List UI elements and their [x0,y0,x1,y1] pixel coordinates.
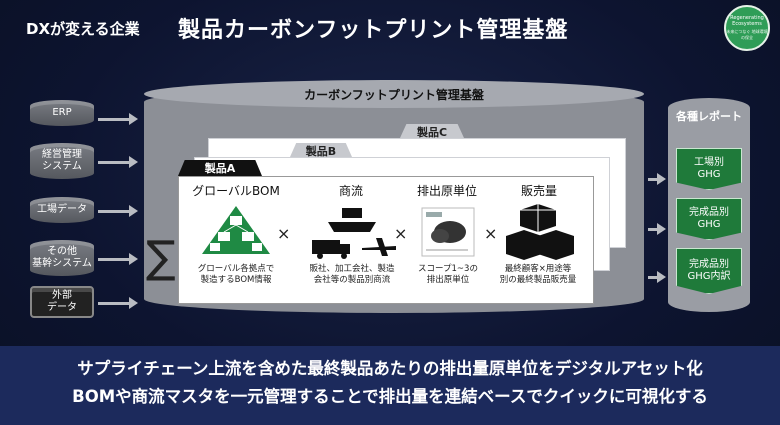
column-bom-desc: グローバル各拠点で 製造するBOM情報 [197,264,275,285]
column-bom-head: グローバルBOM [192,184,280,198]
column-trade-desc: 販社、加工会社、製造 会社等の製品別商流 [309,264,395,285]
summary-line-2: BOMや商流マスタを一元管理することで排出量を連結ベースでクイックに可視化する [72,387,708,406]
logo-line1: Regenerating [730,15,764,21]
sheet-c-tab: 製品C [400,124,464,138]
sigma-symbol: ∑ [146,232,176,283]
source-other: その他 基幹システム [30,240,94,276]
column-factor-desc: スコープ1~3の 排出原単位 [418,264,478,285]
source-label: その他 基幹システム [32,246,92,269]
column-factor-head: 排出原単位 [416,184,477,198]
logo-sub: 未来につなぐ 地球環境の保全 [726,29,768,40]
report-product-ghg: 完成品別 GHG [676,198,742,240]
source-label: 外部 データ [47,290,77,313]
times-symbol: × [484,224,498,243]
arrow-right [98,297,138,309]
source-label: ERP [52,107,72,118]
source-label: 工場データ [37,204,87,215]
summary-line-1: サプライチェーン上流を含めた最終製品あたりの排出量原単位をデジタルアセット化 [77,359,703,378]
report-label: 工場別 GHG [694,157,724,180]
platform-cylinder-top [144,80,644,108]
page-title: 製品カーボンフットプリント管理基盤 [178,18,569,43]
column-sales-desc: 最終顧客×用途等 別の最終製品販売量 [499,264,577,285]
times-symbol: × [394,224,408,243]
source-management: 経営管理 システム [30,143,94,179]
header-tag: DXが変える企業 [26,20,140,38]
times-symbol: × [277,224,291,243]
arrow-right [648,173,666,185]
report-factory-ghg: 工場別 GHG [676,148,742,190]
arrow-right [648,223,666,235]
arrow-right [98,253,138,265]
sustainability-logo: Regenerating Ecosystems 未来につなぐ 地球環境の保全 [724,5,770,51]
reports-title: 各種レポート [676,110,742,123]
platform-title: カーボンフットプリント管理基盤 [304,88,484,102]
arrow-right [648,271,666,283]
bom-tree-icon [202,206,270,254]
emission-factor-icon [421,207,475,257]
boxes-icon [506,204,574,260]
arrow-right [98,156,138,168]
report-product-ghg-breakdown: 完成品別 GHG内訳 [676,248,742,294]
report-label: 完成品別 GHG [689,207,729,230]
sheet-a-tab: 製品A [178,160,262,176]
source-label: 経営管理 システム [42,149,82,172]
source-external: 外部 データ [30,286,94,318]
sheet-b-tab: 製品B [290,143,352,157]
source-erp: ERP [30,100,94,126]
column-trade-head: 商流 [338,184,363,198]
arrow-right [98,205,138,217]
arrow-right [98,113,138,125]
column-sales-head: 販売量 [520,184,557,198]
summary-band [0,346,780,425]
logistics-icon [312,208,396,259]
report-label: 完成品別 GHG内訳 [687,259,731,282]
source-factory: 工場データ [30,197,94,223]
logo-line2: Ecosystems [732,21,762,27]
